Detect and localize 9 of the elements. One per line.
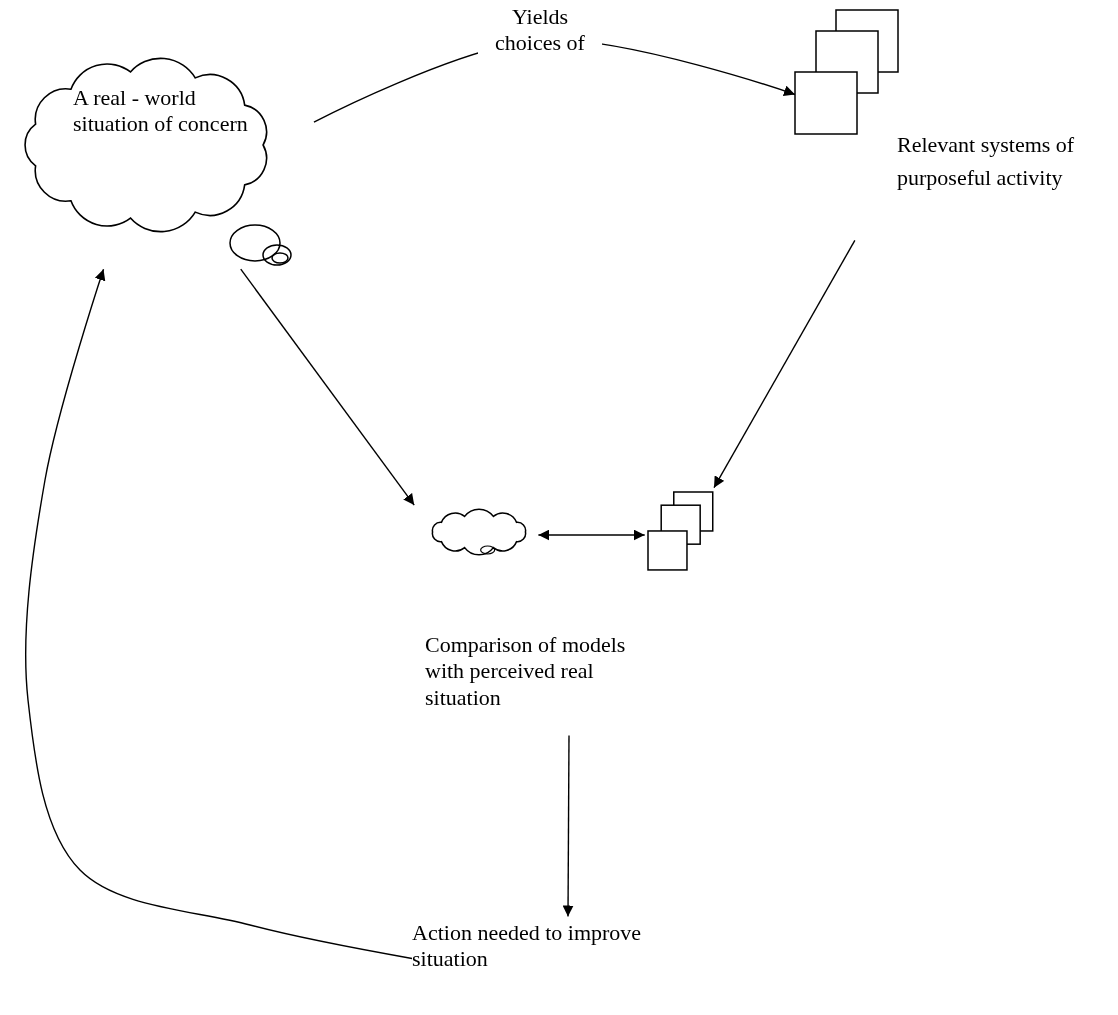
- node-caption: Relevant systems of purposeful activity: [897, 131, 1076, 192]
- arrow: [713, 239, 856, 489]
- node-label: A real - world situation of concern: [73, 85, 248, 138]
- arrow: [537, 529, 646, 541]
- text-label: Action needed to improve situation: [412, 920, 643, 973]
- text-label: Comparison of models with perceived real situation: [425, 632, 627, 712]
- arrow: [562, 734, 574, 918]
- arrow: [25, 268, 413, 960]
- arrow: [240, 268, 415, 506]
